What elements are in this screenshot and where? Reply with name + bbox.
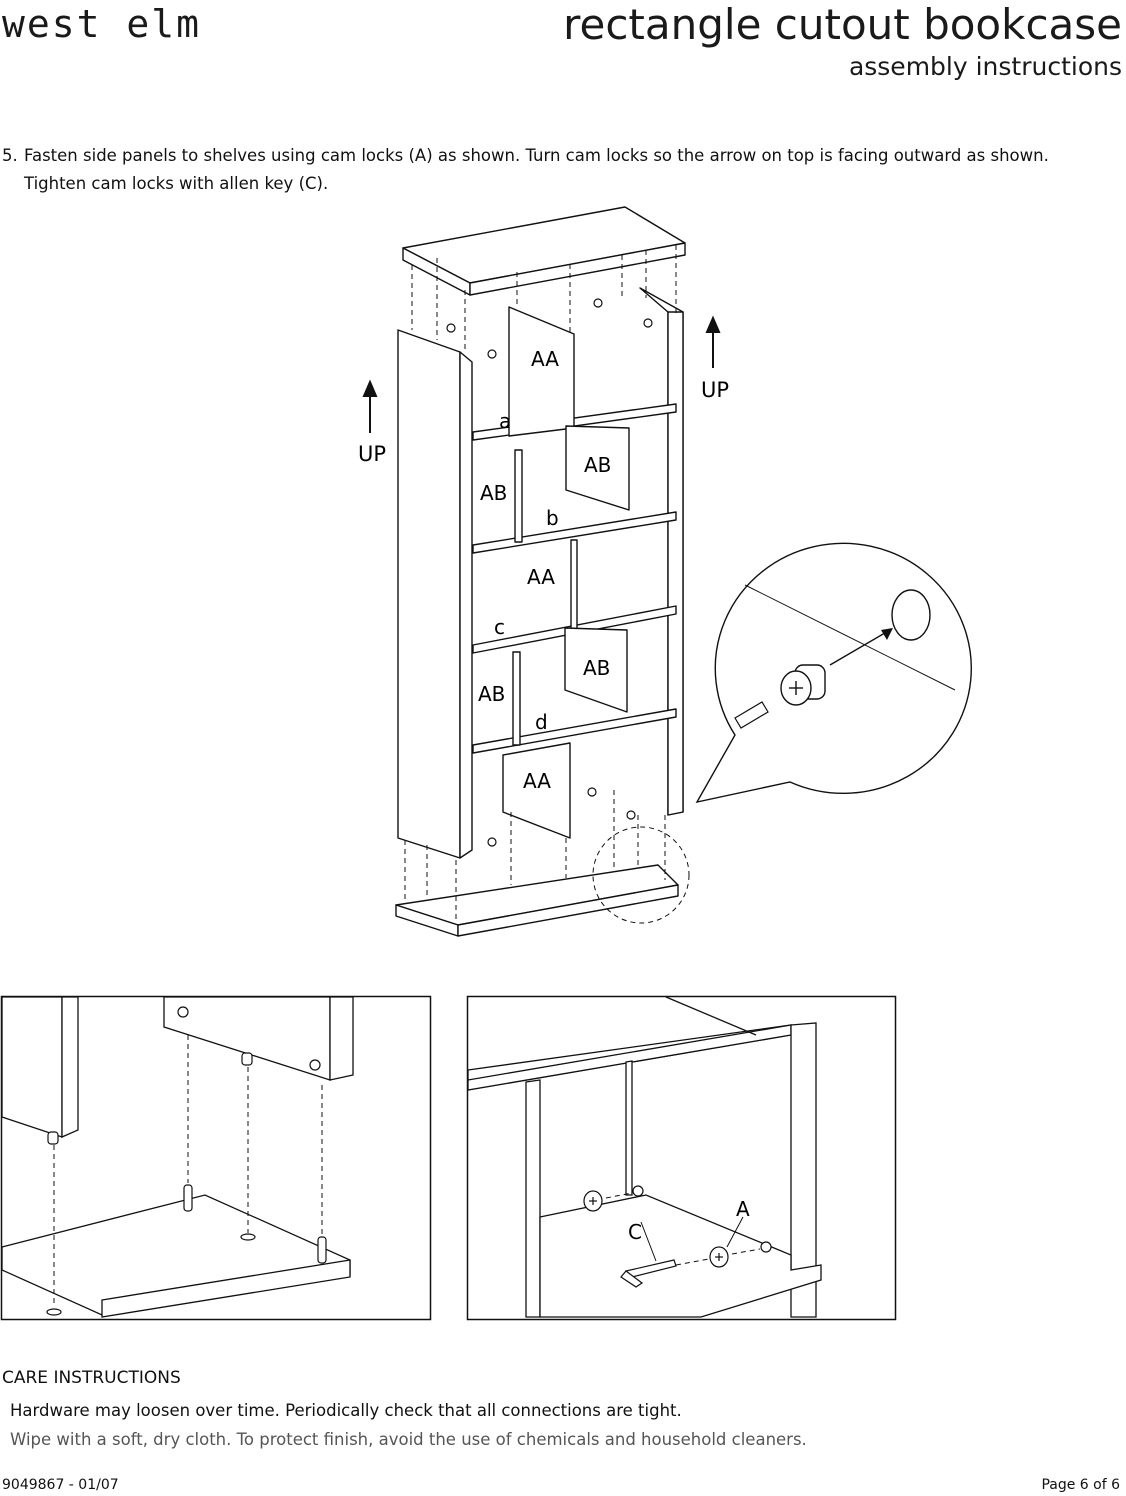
document-code: 9049867 - 01/07 [2, 1477, 119, 1493]
care-line-2: Wipe with a soft, dry cloth. To protect … [10, 1430, 807, 1449]
divider-label: AA [527, 565, 555, 589]
up-label-right: UP [701, 378, 729, 402]
step-5-instructions: 5. Fasten side panels to shelves using ca… [2, 142, 1112, 198]
care-line-1: Hardware may loosen over time. Periodica… [10, 1401, 682, 1420]
cam-lock-label: A [736, 1197, 750, 1221]
detail-callout-circle [592, 826, 690, 924]
divider-label: AB [478, 682, 505, 706]
divider-label: AB [480, 481, 507, 505]
step-number: 5. [2, 146, 18, 165]
page-number: Page 6 of 6 [1041, 1477, 1120, 1493]
detail-panel-cam-locks: C A [466, 995, 897, 1321]
divider-label: AB [584, 453, 611, 477]
page-title: rectangle cutout bookcase [563, 0, 1122, 49]
detail-panel-dowels [0, 995, 432, 1321]
divider-label: AB [583, 656, 610, 680]
step-line-1: Fasten side panels to shelves using cam … [24, 146, 1049, 165]
care-instructions: CARE INSTRUCTIONS Hardware may loosen ov… [2, 1368, 1122, 1454]
shelf-label: a [499, 409, 511, 433]
shelf-label: c [494, 615, 505, 639]
shelf-label: d [535, 710, 548, 734]
divider-label: AA [523, 769, 551, 793]
shelf-label: b [546, 506, 559, 530]
care-heading: CARE INSTRUCTIONS [2, 1368, 181, 1388]
cam-lock-detail-bubble [695, 542, 972, 804]
brand-logo: west elm [2, 2, 202, 46]
step-line-2: Tighten cam locks with allen key (C). [24, 174, 329, 193]
page-subtitle: assembly instructions [848, 52, 1122, 81]
divider-label: AA [531, 347, 559, 371]
allen-key-label: C [628, 1220, 642, 1244]
bookcase-exploded-diagram: UP UP AA AB AB AA AB AB AA a b c d [358, 206, 972, 937]
up-label-left: UP [358, 442, 386, 466]
